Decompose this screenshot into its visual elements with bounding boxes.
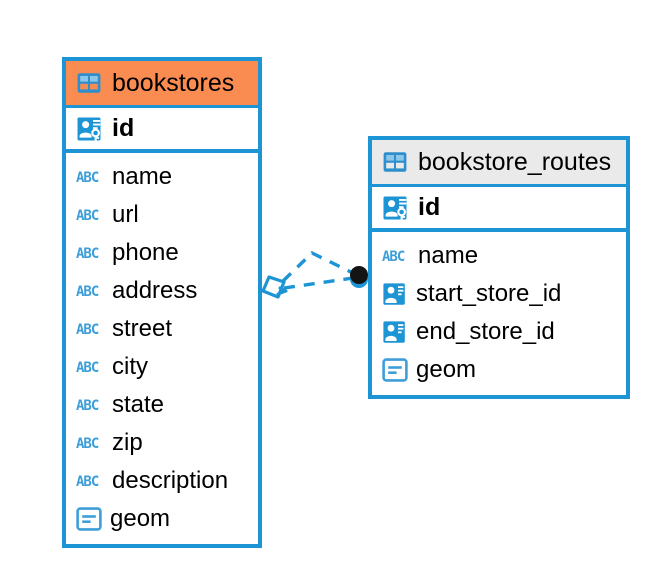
svg-text:ABC: ABC — [76, 436, 99, 452]
entity-bookstores-header[interactable]: bookstores — [66, 61, 258, 108]
field-row[interactable]: geom — [66, 500, 258, 538]
svg-text:ABC: ABC — [382, 249, 405, 265]
primary-key-icon — [76, 115, 104, 143]
table-icon — [76, 70, 102, 96]
abc-text-icon: ABC — [76, 357, 104, 377]
field-row[interactable]: end_store_id — [372, 313, 626, 351]
field-label: street — [112, 315, 173, 342]
svg-text:ABC: ABC — [76, 360, 99, 376]
abc-text-icon: ABC — [76, 167, 104, 187]
entity-bookstores-field-list: ABC name ABC url ABC p — [66, 153, 258, 544]
svg-text:ABC: ABC — [76, 474, 99, 490]
entity-bookstore-routes-primary-key-label: id — [418, 193, 441, 221]
field-row[interactable]: ABC description — [66, 462, 258, 500]
primary-key-icon — [382, 194, 410, 222]
field-row[interactable]: geom — [372, 351, 626, 389]
field-label: city — [112, 353, 148, 380]
entity-bookstores[interactable]: bookstores id — [62, 57, 262, 548]
foreign-key-icon — [382, 281, 408, 307]
entity-bookstore-routes-field-list: ABC name start_store_id — [372, 232, 626, 395]
field-row[interactable]: ABC zip — [66, 424, 258, 462]
geometry-icon — [382, 358, 408, 382]
abc-text-icon: ABC — [76, 319, 104, 339]
field-label: description — [112, 467, 229, 494]
field-label: name — [418, 242, 479, 269]
abc-text-icon: ABC — [76, 281, 104, 301]
geometry-icon — [76, 507, 102, 531]
abc-text-icon: ABC — [76, 205, 104, 225]
svg-text:ABC: ABC — [76, 208, 99, 224]
svg-text:ABC: ABC — [76, 398, 99, 414]
abc-text-icon: ABC — [76, 243, 104, 263]
abc-text-icon: ABC — [76, 395, 104, 415]
field-row[interactable]: ABC url — [66, 196, 258, 234]
svg-text:ABC: ABC — [76, 284, 99, 300]
field-row[interactable]: ABC city — [66, 348, 258, 386]
field-row[interactable]: ABC phone — [66, 234, 258, 272]
field-label: name — [112, 163, 173, 190]
svg-text:ABC: ABC — [76, 322, 99, 338]
abc-text-icon: ABC — [76, 433, 104, 453]
field-row[interactable]: ABC street — [66, 310, 258, 348]
entity-bookstore-routes-primary-key-row[interactable]: id — [372, 187, 626, 232]
field-label: state — [112, 391, 165, 418]
entity-bookstore-routes[interactable]: bookstore_routes id — [368, 136, 630, 399]
entity-bookstore-routes-title: bookstore_routes — [418, 147, 612, 176]
table-icon — [382, 149, 408, 175]
svg-text:ABC: ABC — [76, 170, 99, 186]
field-row[interactable]: start_store_id — [372, 275, 626, 313]
diamond-marker-tail — [276, 286, 288, 296]
field-label: start_store_id — [416, 280, 562, 307]
svg-text:ABC: ABC — [76, 246, 99, 262]
field-label: url — [112, 201, 139, 228]
diamond-marker-body — [261, 275, 286, 299]
field-row[interactable]: ABC name — [372, 237, 626, 275]
abc-text-icon: ABC — [382, 246, 410, 266]
circle-marker-core — [350, 266, 368, 284]
field-label: phone — [112, 239, 179, 266]
diamond-marker[interactable] — [261, 275, 288, 299]
entity-bookstores-title: bookstores — [112, 68, 235, 97]
entity-bookstores-primary-key-row[interactable]: id — [66, 108, 258, 153]
entity-bookstore-routes-header[interactable]: bookstore_routes — [372, 140, 626, 187]
field-label: address — [112, 277, 198, 304]
abc-text-icon: ABC — [76, 471, 104, 491]
field-label: geom — [110, 505, 171, 532]
relationship-line-lower — [283, 276, 354, 290]
entity-bookstores-primary-key-label: id — [112, 114, 135, 142]
field-label: zip — [112, 429, 143, 456]
field-label: end_store_id — [416, 318, 555, 345]
field-row[interactable]: ABC state — [66, 386, 258, 424]
field-row[interactable]: ABC name — [66, 158, 258, 196]
circle-marker-halo — [350, 270, 368, 288]
filled-circle-marker[interactable] — [350, 266, 368, 288]
field-row[interactable]: ABC address — [66, 272, 258, 310]
field-label: geom — [416, 356, 477, 383]
foreign-key-icon — [382, 319, 408, 345]
relationship-line-upper — [281, 250, 356, 283]
